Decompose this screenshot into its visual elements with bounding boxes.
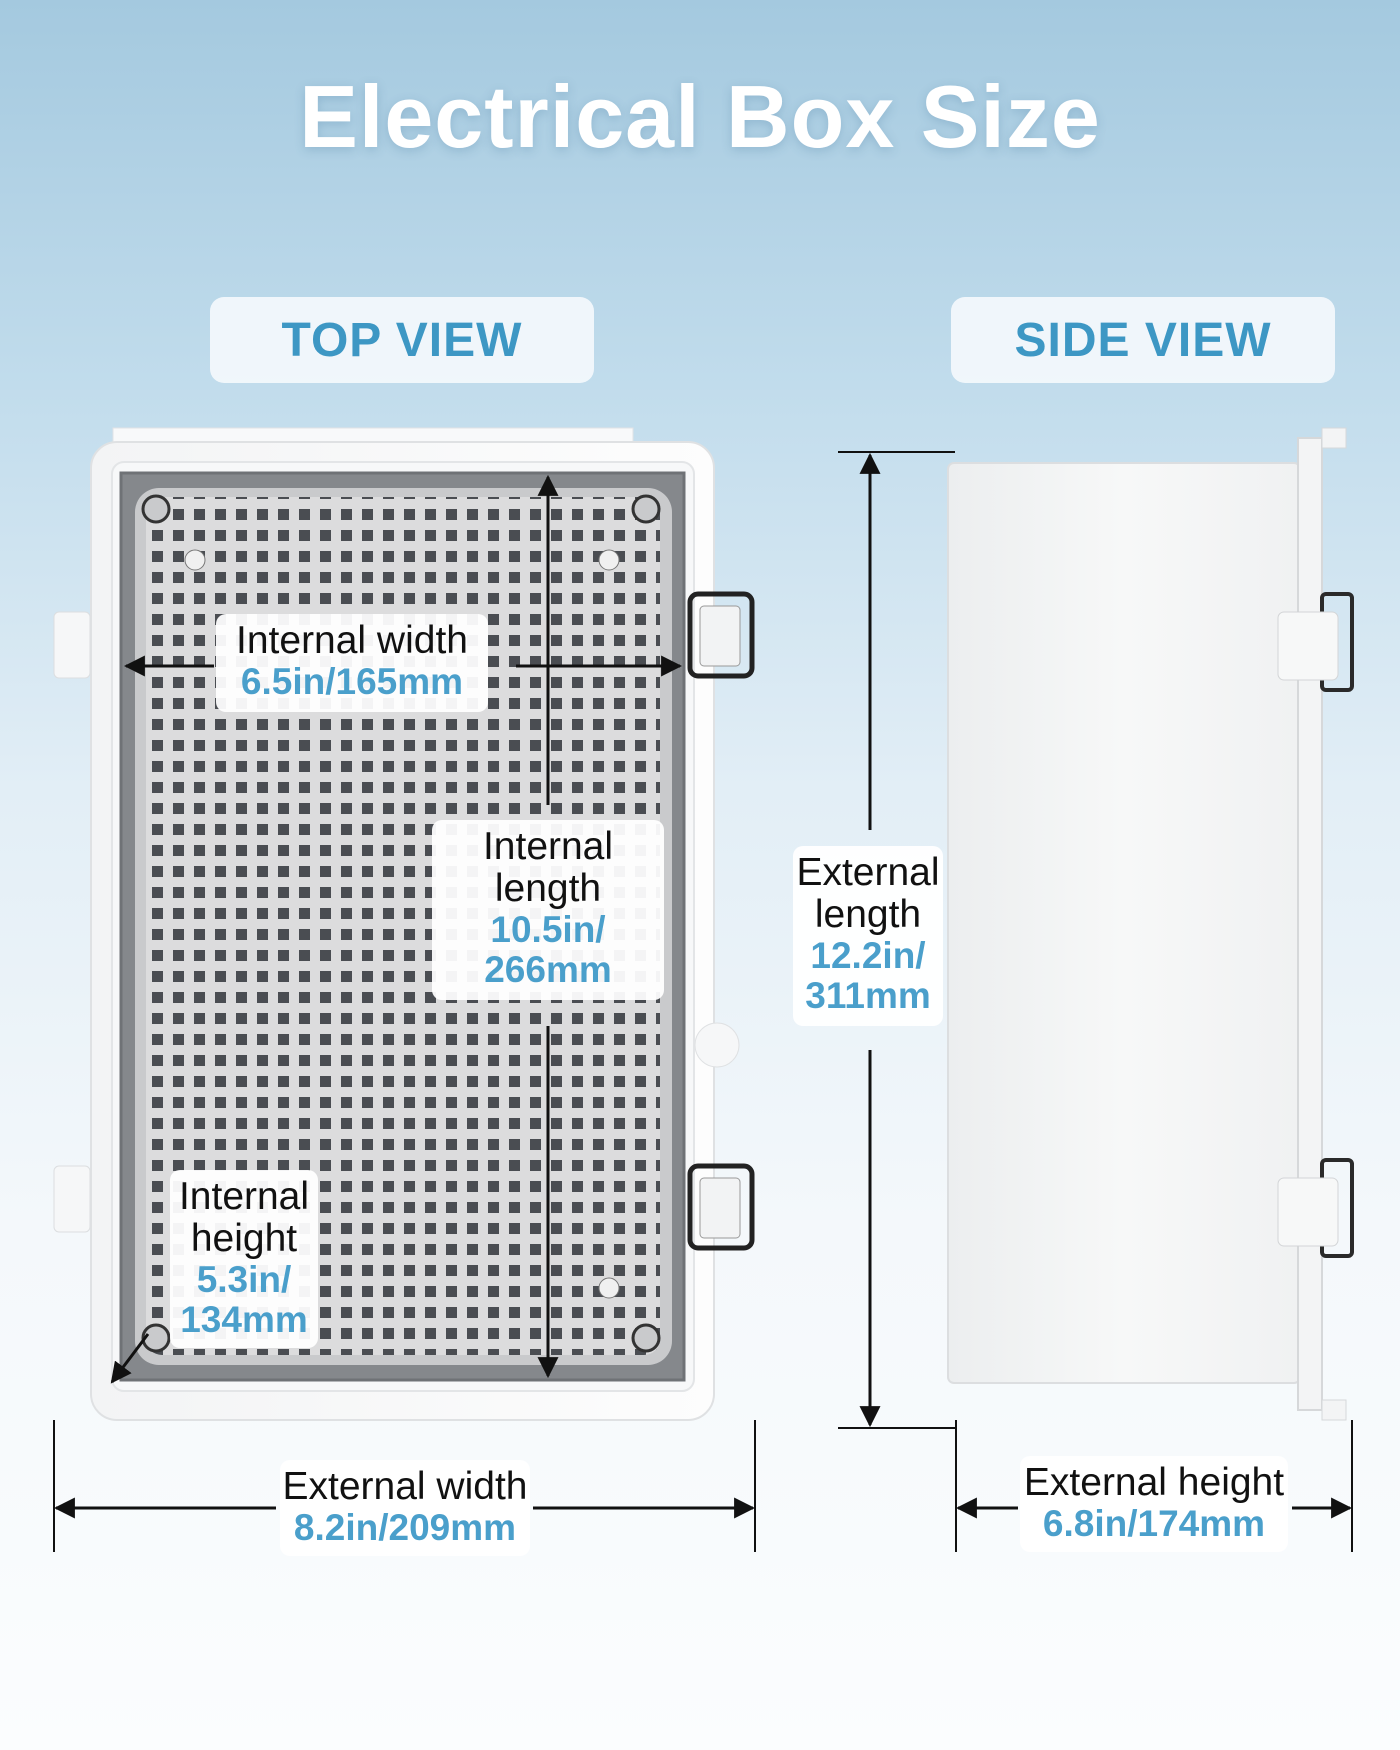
external-length-label: External length 12.2in/ 311mm [793, 846, 943, 1027]
external-width-value: 8.2in/209mm [293, 1507, 517, 1549]
internal-length-value-1: 10.5in/ [490, 909, 606, 951]
page-title: Electrical Box Size [299, 67, 1101, 166]
external-height-label: External height 6.8in/174mm [1020, 1456, 1288, 1553]
internal-height-title-2: height [190, 1217, 298, 1261]
internal-height-arrow [110, 1333, 150, 1384]
internal-width-value: 6.5in/165mm [240, 661, 464, 703]
internal-length-label: Internal length 10.5in/ 266mm [432, 820, 664, 1001]
internal-length-value-2: 266mm [484, 949, 612, 991]
internal-height-title-1: Internal [178, 1175, 310, 1218]
side-view-box [947, 427, 1354, 1421]
dimension-lines [53, 451, 1353, 1552]
external-length-value-1: 12.2in/ [810, 935, 926, 977]
external-length-value-2: 311mm [805, 975, 931, 1017]
internal-width-title: Internal width [236, 619, 468, 662]
external-length-title-2: length [814, 893, 922, 937]
external-length-title-1: External [796, 851, 940, 894]
internal-height-value-1: 5.3in/ [196, 1259, 292, 1301]
external-width-title: External width [282, 1465, 528, 1508]
external-height-title: External height [1023, 1461, 1285, 1504]
top-view-badge: TOP VIEW [210, 297, 594, 383]
external-width-label: External width 8.2in/209mm [280, 1460, 530, 1557]
side-view-badge: SIDE VIEW [951, 297, 1335, 383]
internal-height-value-2: 134mm [180, 1299, 308, 1341]
internal-width-label: Internal width 6.5in/165mm [216, 614, 488, 713]
external-height-value: 6.8in/174mm [1042, 1503, 1266, 1545]
latch-lower [687, 1163, 755, 1251]
internal-length-title: Internal length [482, 825, 614, 911]
internal-height-label: Internal height 5.3in/ 134mm [170, 1170, 318, 1349]
plate-screws [141, 494, 661, 1353]
latch-upper [687, 591, 755, 679]
